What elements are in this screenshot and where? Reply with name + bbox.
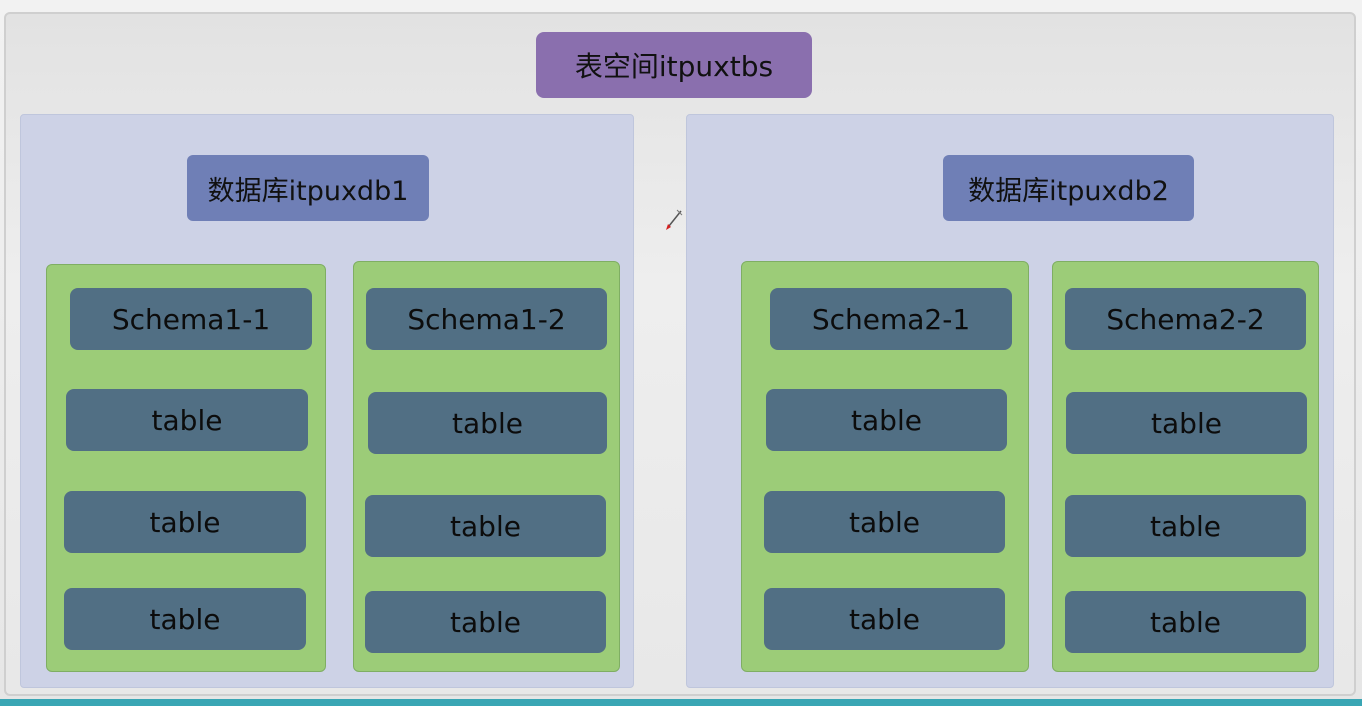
table-item: table — [64, 491, 306, 553]
table-item: table — [764, 491, 1005, 553]
database-title-1: 数据库itpuxdb1 — [187, 155, 429, 221]
schema-title-1-1: Schema1-1 — [70, 288, 312, 350]
table-item: table — [368, 392, 607, 454]
table-item: table — [1066, 392, 1307, 454]
schema-title-1-2: Schema1-2 — [366, 288, 607, 350]
table-item: table — [66, 389, 308, 451]
pen-cursor-icon — [666, 209, 683, 230]
database-title-2: 数据库itpuxdb2 — [943, 155, 1194, 221]
schema-title-2-2: Schema2-2 — [1065, 288, 1306, 350]
table-item: table — [766, 389, 1007, 451]
table-item: table — [365, 495, 606, 557]
table-item: table — [1065, 495, 1306, 557]
table-item: table — [64, 588, 306, 650]
accent-bar — [0, 699, 1362, 706]
schema-title-2-1: Schema2-1 — [770, 288, 1012, 350]
table-item: table — [1065, 591, 1306, 653]
table-item: table — [365, 591, 606, 653]
tablespace-title: 表空间itpuxtbs — [536, 32, 812, 98]
table-item: table — [764, 588, 1005, 650]
